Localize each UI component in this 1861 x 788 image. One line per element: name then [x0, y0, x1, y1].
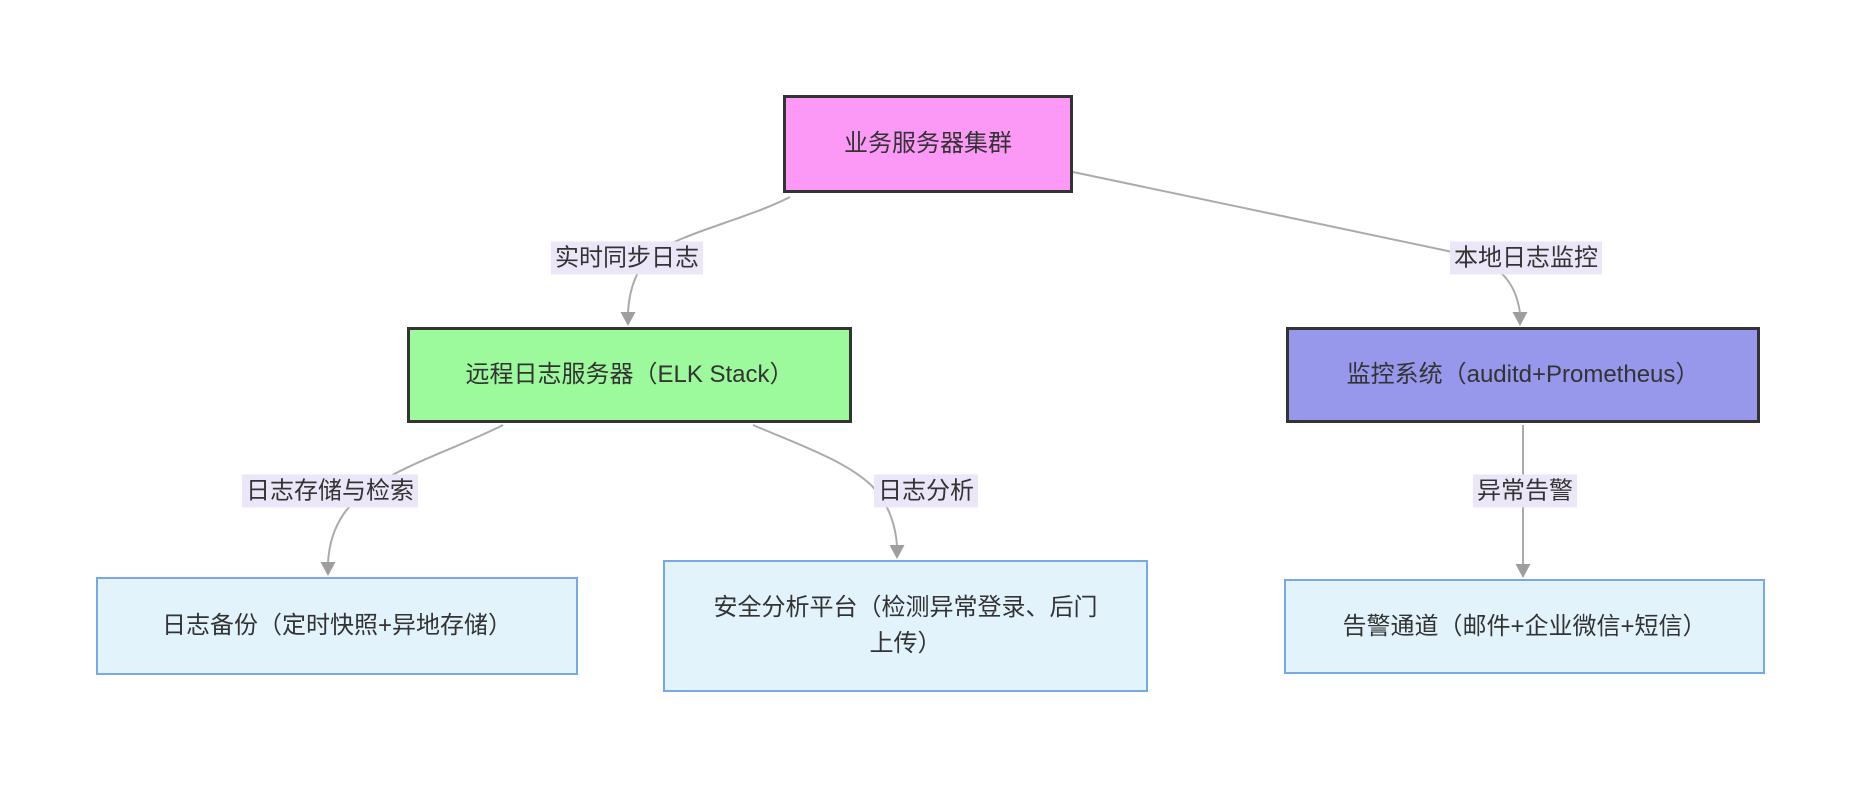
arrowhead-monitor: [1512, 312, 1528, 326]
node-alert-channel: 告警通道（邮件+企业微信+短信）: [1284, 579, 1765, 674]
node-business-server-cluster: 业务服务器集群: [783, 95, 1073, 193]
node-label-security-analysis-platform: 安全分析平台（检测异常登录、后门上传）: [713, 594, 1098, 657]
node-remote-log-server: 远程日志服务器（ELK Stack）: [407, 327, 852, 423]
edge-label-log-analysis: 日志分析: [874, 474, 978, 508]
arrowhead-analysis: [889, 545, 905, 559]
arrowhead-backup: [320, 562, 336, 576]
node-label-monitoring-system: 监控系统（auditd+Prometheus）: [1346, 361, 1700, 388]
node-label-remote-log-server: 远程日志服务器（ELK Stack）: [465, 361, 794, 388]
node-security-analysis-platform: 安全分析平台（检测异常登录、后门上传）: [663, 560, 1148, 692]
node-label-log-backup: 日志备份（定时快照+异地存储）: [161, 612, 512, 639]
node-monitoring-system: 监控系统（auditd+Prometheus）: [1286, 327, 1760, 423]
edge-cluster-to-monitor: [1072, 171, 1521, 314]
node-log-backup: 日志备份（定时快照+异地存储）: [96, 577, 578, 675]
node-label-alert-channel: 告警通道（邮件+企业微信+短信）: [1342, 612, 1707, 640]
node-label-business-server-cluster: 业务服务器集群: [844, 130, 1012, 157]
edge-label-abnormal-alert: 异常告警: [1473, 474, 1577, 508]
edge-label-realtime-log-sync: 实时同步日志: [551, 241, 703, 275]
edge-label-local-log-monitoring: 本地日志监控: [1450, 241, 1602, 275]
edge-label-log-storage-retrieval: 日志存储与检索: [242, 474, 418, 508]
arrowhead-alert: [1515, 564, 1531, 578]
arrowhead-elk: [620, 312, 636, 326]
edge-elk-to-analysis: [752, 424, 898, 547]
